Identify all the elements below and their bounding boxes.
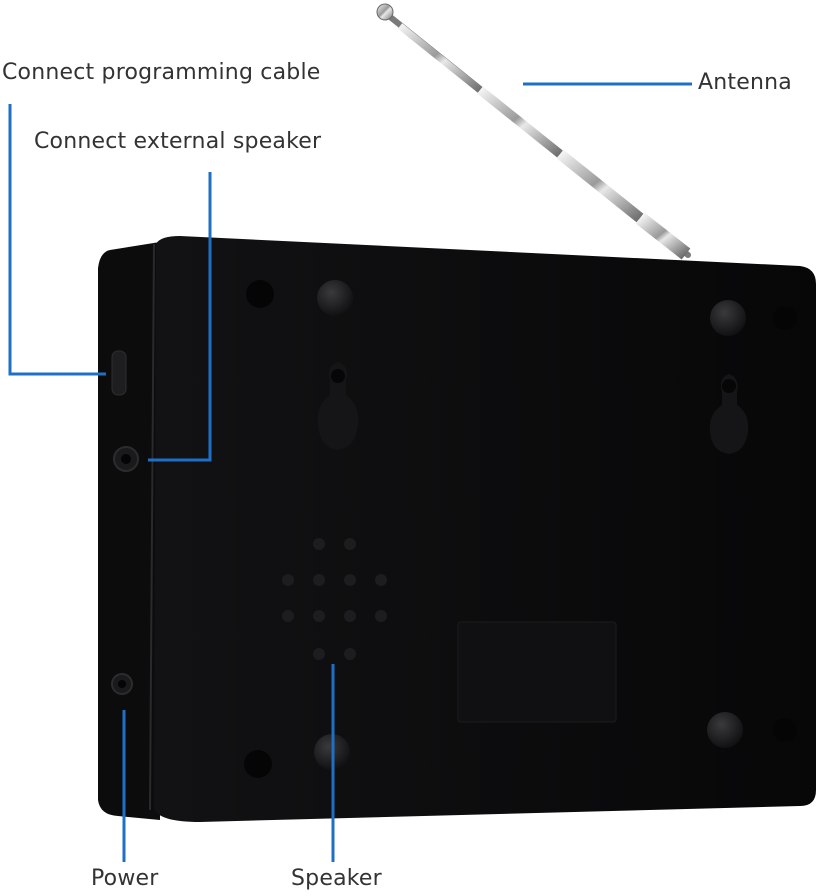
leader-programming-cable — [8, 104, 106, 376]
label-power: Power — [91, 866, 159, 891]
audio-jack-icon[interactable] — [113, 446, 139, 472]
label-speaker: Speaker — [291, 866, 382, 891]
callout-lines — [8, 82, 692, 862]
label-programming-cable: Connect programming cable — [2, 60, 321, 85]
label-external-speaker: Connect external speaker — [34, 129, 322, 154]
device-back — [154, 236, 816, 822]
battery-recess — [457, 621, 617, 723]
usb-port-icon[interactable] — [111, 350, 127, 396]
speaker-grille-icon — [282, 538, 387, 660]
label-antenna: Antenna — [698, 70, 792, 95]
antenna-icon — [376, 3, 691, 260]
rubber-foot-icon — [244, 280, 797, 778]
mounting-keyhole-icon — [317, 362, 749, 454]
leader-external-speaker — [148, 172, 212, 462]
power-jack-icon[interactable] — [111, 673, 133, 695]
